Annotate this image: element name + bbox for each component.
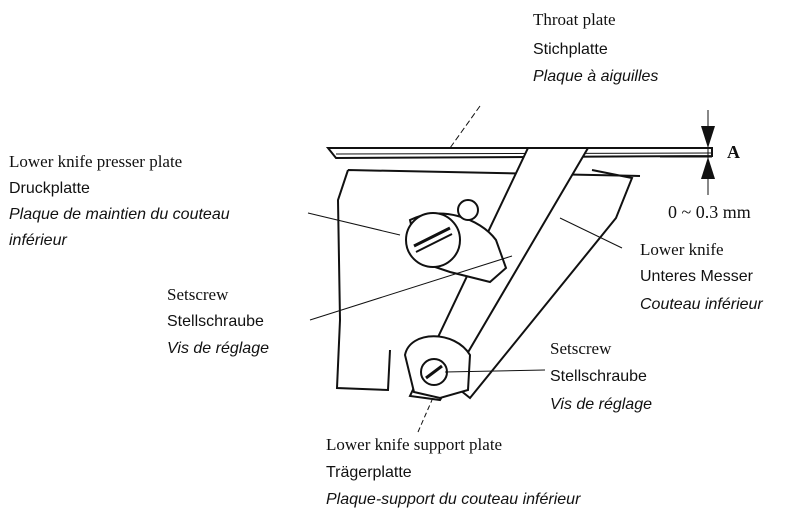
leader-setscrew-left <box>309 255 513 321</box>
presser-plate-label-de: Druckplatte <box>9 180 90 197</box>
setscrew-right-label-en: Setscrew <box>550 339 612 358</box>
throat-plate-label-de: Stichplatte <box>533 41 608 58</box>
leader-throat-plate <box>449 105 481 149</box>
support-plate-label-de: Trägerplatte <box>326 464 412 481</box>
presser-plate-label-en: Lower knife presser plate <box>9 152 183 171</box>
small-pin <box>457 199 479 221</box>
mechanism-body <box>335 169 641 392</box>
dimension-value: 0 ~ 0.3 mm <box>668 202 751 222</box>
leader-presser-plate <box>307 212 401 236</box>
leader-lower-knife <box>559 217 623 249</box>
dimension-arrow-bottom <box>701 157 715 179</box>
setscrew-left-label-fr: Vis de réglage <box>167 340 269 357</box>
presser-plate-label-fr-2: inférieur <box>9 232 67 249</box>
setscrew-left-label-en: Setscrew <box>167 285 229 304</box>
lower-knife-label-en: Lower knife <box>640 240 724 259</box>
setscrew-right-label-de: Stellschraube <box>550 368 647 385</box>
leader-setscrew-right <box>444 369 546 373</box>
throat-plate-label-en: Throat plate <box>533 10 616 29</box>
support-plate-label-fr: Plaque-support du couteau inférieur <box>326 491 581 508</box>
dimension-letter: A <box>727 142 740 162</box>
lower-knife-label-de: Unteres Messer <box>640 268 753 285</box>
dimension-arrow-top <box>701 126 715 148</box>
leader-support-plate <box>417 399 433 433</box>
setscrew-left-shape <box>405 212 461 268</box>
setscrew-left-label-de: Stellschraube <box>167 313 264 330</box>
lower-knife-label-fr: Couteau inférieur <box>640 296 763 313</box>
throat-plate-label-fr: Plaque à aiguilles <box>533 68 659 85</box>
setscrew-right-label-fr: Vis de réglage <box>550 396 652 413</box>
presser-plate-label-fr-1: Plaque de maintien du couteau <box>9 206 230 223</box>
support-plate-label-en: Lower knife support plate <box>326 435 503 454</box>
